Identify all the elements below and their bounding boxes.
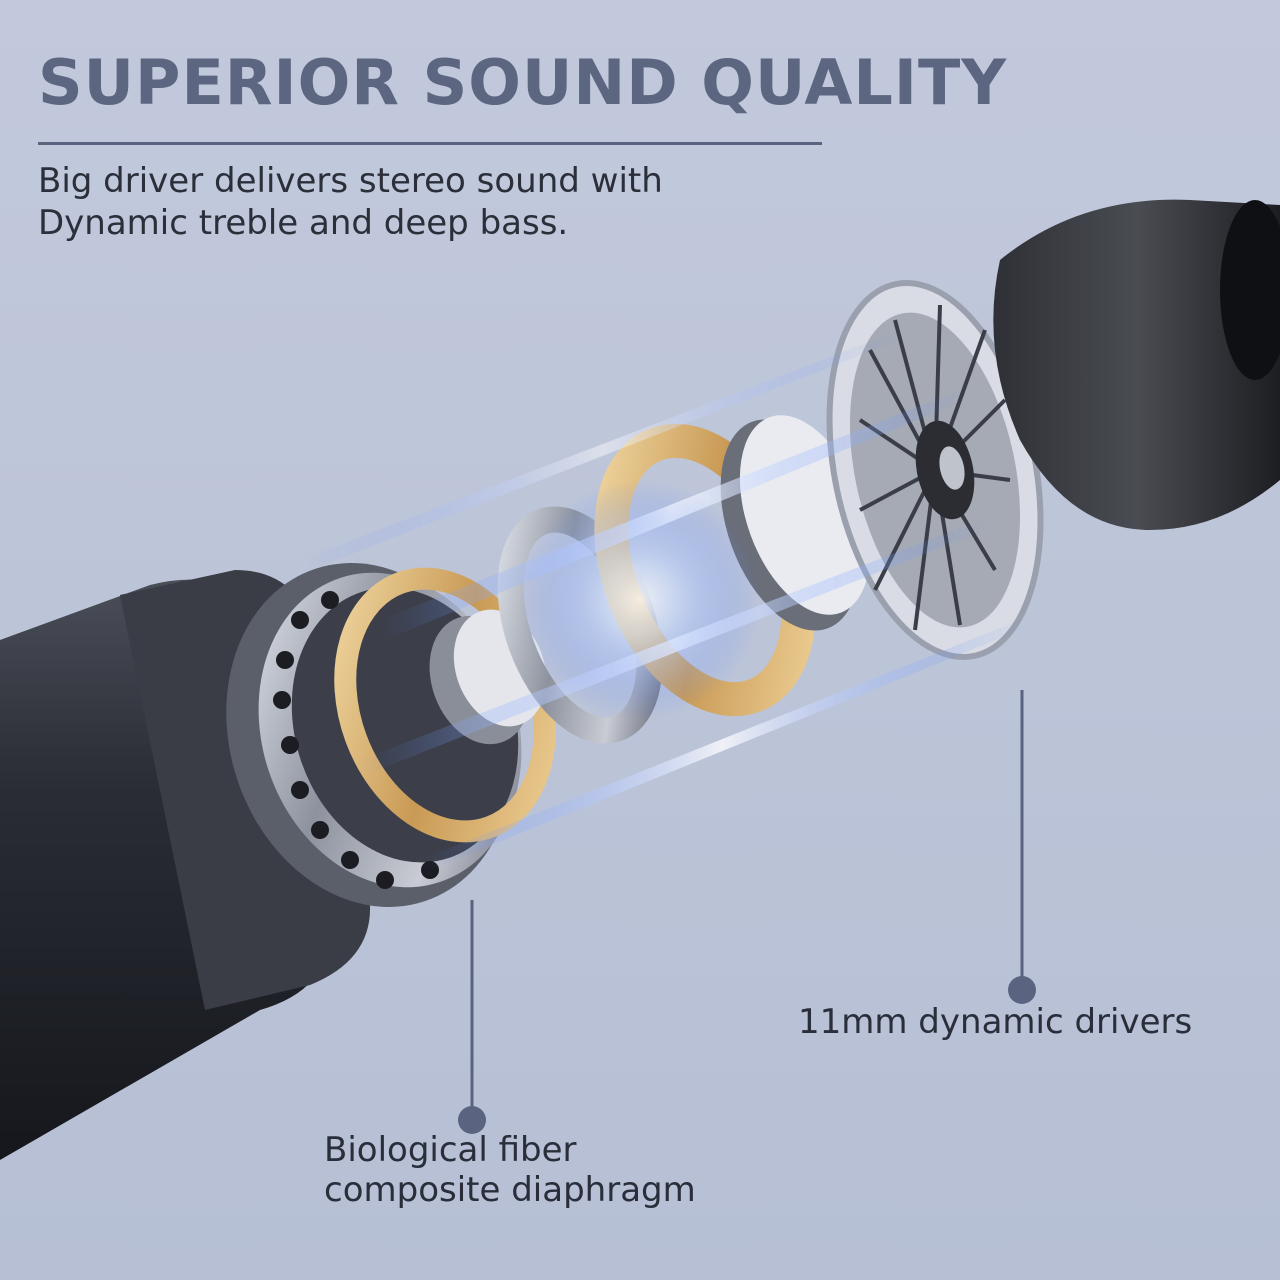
silicone-ear-tip — [993, 199, 1280, 530]
earbud-housing — [0, 563, 522, 1160]
subtitle: Big driver delivers stereo sound with Dy… — [38, 160, 663, 244]
drivers-callout-label: 11mm dynamic drivers — [798, 1002, 1193, 1042]
light-flare — [520, 480, 760, 720]
callout-line-diaphragm — [458, 900, 486, 1134]
headline-underline — [38, 142, 822, 145]
diaphragm-label-line-1: Biological fiber — [324, 1130, 577, 1170]
subtitle-line-1: Big driver delivers stereo sound with — [38, 161, 663, 201]
diaphragm-label-line-2: composite diaphragm — [324, 1170, 696, 1210]
diaphragm-callout-label: Biological fiber composite diaphragm — [324, 1130, 696, 1210]
subtitle-line-2: Dynamic treble and deep bass. — [38, 203, 569, 243]
headline: SUPERIOR SOUND QUALITY — [38, 46, 1008, 119]
callout-line-drivers — [1008, 690, 1036, 1004]
